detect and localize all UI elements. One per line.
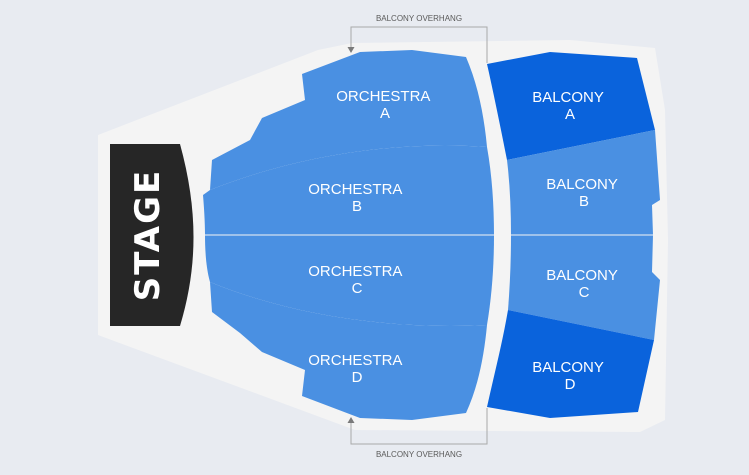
section-label-orchestra-d: ORCHESTRA D [308, 352, 406, 386]
section-orchestra-c[interactable] [205, 235, 494, 326]
section-label-balcony-d: BALCONY D [532, 359, 608, 393]
section-label-balcony-a: BALCONY A [532, 89, 608, 123]
section-label-balcony-c: BALCONY C [546, 267, 622, 301]
arrow-down-icon [347, 47, 355, 53]
stage[interactable] [110, 144, 194, 326]
section-orchestra-a[interactable] [210, 50, 487, 190]
section-balcony-a[interactable] [487, 52, 655, 160]
section-orchestra-d[interactable] [210, 282, 487, 420]
overhang-bracket-top [347, 26, 488, 63]
section-label-orchestra-b: ORCHESTRA B [308, 181, 406, 215]
section-orchestra-b[interactable] [203, 145, 494, 235]
overhang-note-top: BALCONY OVERHANG [376, 14, 462, 23]
section-label-orchestra-a: ORCHESTRA A [336, 88, 434, 122]
overhang-note-bottom: BALCONY OVERHANG [376, 450, 462, 459]
stage-label: STAGE [128, 169, 168, 302]
section-balcony-d[interactable] [487, 310, 654, 418]
section-balcony-c[interactable] [508, 235, 660, 340]
section-balcony-b[interactable] [507, 130, 660, 235]
overhang-bracket-bottom [347, 408, 488, 445]
section-label-orchestra-c: ORCHESTRA C [308, 263, 406, 297]
section-label-balcony-b: BALCONY B [546, 176, 622, 210]
arrow-up-icon [347, 417, 355, 423]
